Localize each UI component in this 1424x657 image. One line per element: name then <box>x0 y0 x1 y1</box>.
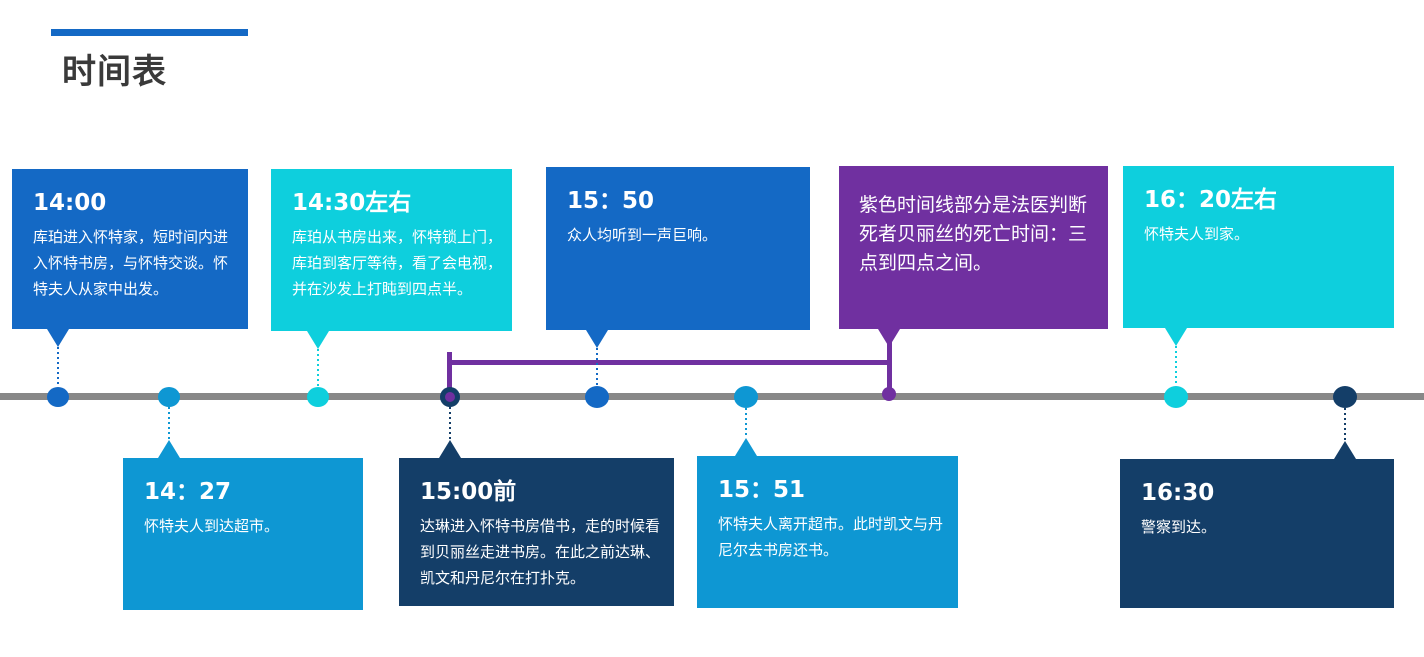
event-time: 14：27 <box>144 479 232 505</box>
event-box-e6: 15：51 怀特夫人离开超市。此时凯文与丹尼尔去书房还书。 <box>697 456 958 608</box>
pointer-note <box>878 329 900 347</box>
death-window-left-tick <box>447 352 452 396</box>
death-window-right-tick <box>887 330 892 392</box>
event-description: 库珀从书房出来，怀特锁上门，库珀到客厅等待，看了会电视，并在沙发上打盹到四点半。 <box>292 228 503 298</box>
marker-e3 <box>307 387 329 407</box>
event-time: 16：20左右 <box>1144 187 1278 213</box>
note-text: 紫色时间线部分是法医判断死者贝丽丝的死亡时间：三点到四点之间。 <box>859 194 1088 274</box>
event-box-e5: 15：50 众人均听到一声巨响。 <box>546 167 810 330</box>
event-box-e4: 15:00前达琳进入怀特书房借书，走的时候看到贝丽丝走进书房。在此之前达琳、凯文… <box>399 458 674 606</box>
marker-e6 <box>734 386 758 408</box>
event-time: 14:00 <box>33 190 107 216</box>
marker-e2 <box>158 387 180 407</box>
marker-e7 <box>1164 386 1188 408</box>
event-description: 达琳进入怀特书房借书，走的时候看到贝丽丝走进书房。在此之前达琳、凯文和丹尼尔在打… <box>420 517 661 587</box>
event-time: 16:30 <box>1141 480 1215 506</box>
event-description: 警察到达。 <box>1141 518 1217 536</box>
pointer-e4 <box>439 440 461 458</box>
event-box-e8: 16:30 警察到达。 <box>1120 459 1394 608</box>
marker-e8 <box>1333 386 1357 408</box>
event-description: 怀特夫人离开超市。此时凯文与丹尼尔去书房还书。 <box>718 515 944 559</box>
title-accent-bar <box>51 29 248 36</box>
pointer-e6 <box>735 438 757 456</box>
pointer-e3 <box>307 331 329 349</box>
pointer-e5 <box>586 330 608 348</box>
marker-e5 <box>585 386 609 408</box>
death-window-bar <box>447 360 892 365</box>
event-description: 怀特夫人到达超市。 <box>144 517 280 535</box>
event-box-e2: 14：27 怀特夫人到达超市。 <box>123 458 363 610</box>
pointer-e7 <box>1165 328 1187 346</box>
marker-e1 <box>47 387 69 407</box>
event-box-e3: 14:30左右库珀从书房出来，怀特锁上门，库珀到客厅等待，看了会电视，并在沙发上… <box>271 169 512 331</box>
marker-note <box>882 387 896 401</box>
pointer-e1 <box>47 329 69 347</box>
event-box-e1: 14:00 库珀进入怀特家，短时间内进入怀特书房，与怀特交谈。怀特夫人从家中出发。 <box>12 169 248 329</box>
timeline-axis <box>0 393 1424 400</box>
event-time: 15：51 <box>718 477 806 503</box>
event-description: 库珀进入怀特家，短时间内进入怀特书房，与怀特交谈。怀特夫人从家中出发。 <box>33 228 229 298</box>
event-time: 14:30左右 <box>292 190 412 216</box>
event-time: 15：50 <box>567 188 655 214</box>
marker-inner-e4 <box>445 392 455 402</box>
death-window-note: 紫色时间线部分是法医判断死者贝丽丝的死亡时间：三点到四点之间。 <box>839 166 1108 329</box>
event-box-e7: 16：20左右怀特夫人到家。 <box>1123 166 1394 328</box>
event-description: 怀特夫人到家。 <box>1144 225 1250 243</box>
event-time: 15:00前 <box>420 479 517 505</box>
page-title: 时间表 <box>62 52 167 92</box>
pointer-e8 <box>1334 441 1356 459</box>
pointer-e2 <box>158 440 180 458</box>
event-description: 众人均听到一声巨响。 <box>567 226 718 244</box>
